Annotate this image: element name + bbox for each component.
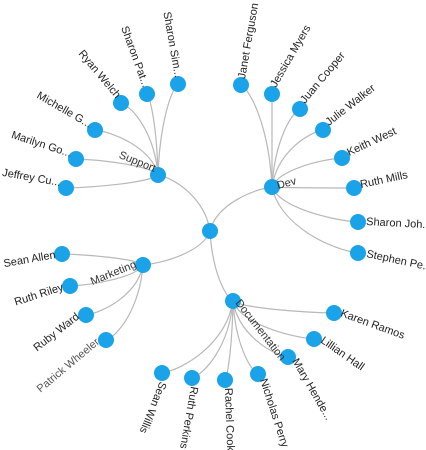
leaf-label: Ruth Mills	[359, 169, 409, 191]
leaf-node[interactable]	[280, 349, 296, 365]
group-label-dev: Dev	[276, 175, 298, 192]
leaf-label: Stephen Pe...	[365, 248, 426, 274]
leaf-label: Sharon Sim...	[160, 11, 183, 79]
leaf-node[interactable]	[113, 95, 129, 111]
leaf-label: Sean Allen	[3, 249, 57, 270]
leaf-node[interactable]	[250, 366, 266, 382]
leaf-label: Sharon Pat...	[118, 25, 151, 89]
leaf-label: Michelle G...	[35, 90, 94, 131]
link-root-1	[209, 186, 273, 232]
link-3-6	[161, 300, 234, 374]
leaf-node[interactable]	[346, 180, 362, 196]
leaf-node[interactable]	[326, 305, 342, 321]
leaf-label: Rachel Cook	[222, 388, 236, 450]
leaf-node[interactable]	[292, 101, 308, 117]
leaf-node[interactable]	[62, 278, 78, 294]
leaf-node[interactable]	[78, 307, 94, 323]
leaf-node[interactable]	[233, 77, 249, 93]
leaf-node[interactable]	[264, 86, 280, 102]
leaf-label: Lillian Hall	[318, 335, 366, 374]
leaf-label: Sharon Joh...	[366, 216, 426, 231]
group-node-support[interactable]	[150, 167, 166, 183]
leaf-label: Marilyn Go...	[10, 129, 73, 160]
leaf-node[interactable]	[217, 372, 233, 388]
leaf-node[interactable]	[184, 370, 200, 386]
leaf-node[interactable]	[350, 214, 366, 230]
leaf-label: Karen Ramos	[339, 308, 407, 342]
leaf-node[interactable]	[334, 150, 350, 166]
link-root-0	[157, 174, 211, 232]
group-label-support: Support	[117, 149, 157, 175]
root-node[interactable]	[202, 223, 218, 239]
leaf-label: Keith West	[345, 125, 398, 158]
leaf-label: Jeffrey Cu...	[1, 167, 61, 189]
leaf-node[interactable]	[139, 86, 155, 102]
leaf-node[interactable]	[68, 151, 84, 167]
group-node-dev[interactable]	[264, 179, 280, 195]
leaf-label: Mary Hende...	[289, 357, 334, 423]
leaf-label: Ruth Perkins	[177, 385, 200, 450]
link-0-5	[157, 83, 179, 176]
leaf-label: Ruby Ward	[31, 311, 81, 354]
leaf-label: Julie Walker	[323, 82, 378, 128]
leaf-label: Juan Cooper	[298, 50, 348, 106]
leaf-node[interactable]	[154, 365, 170, 381]
leaf-node[interactable]	[98, 332, 114, 348]
group-node-marketing[interactable]	[135, 257, 151, 273]
leaf-node[interactable]	[58, 180, 74, 196]
tree-nodes	[54, 76, 366, 388]
leaf-label: Sean Willis	[137, 380, 169, 435]
leaf-node[interactable]	[87, 122, 103, 138]
link-root-3	[209, 230, 234, 302]
leaf-node[interactable]	[54, 246, 70, 262]
leaf-node[interactable]	[350, 245, 366, 261]
link-3-5	[191, 300, 234, 379]
group-node-documentation[interactable]	[225, 293, 241, 309]
link-1-2	[271, 108, 301, 188]
leaf-node[interactable]	[315, 122, 331, 138]
link-1-6	[271, 186, 359, 223]
leaf-node[interactable]	[170, 76, 186, 92]
leaf-node[interactable]	[306, 331, 322, 347]
link-0-0	[65, 174, 159, 189]
leaf-label: Ruth Riley	[13, 281, 65, 308]
leaf-label: Janet Ferguson	[236, 2, 261, 79]
leaf-label: Jessica Myers	[268, 23, 313, 90]
leaf-label: Ryan Welch	[76, 48, 123, 101]
link-root-2	[142, 230, 211, 266]
link-1-7	[271, 186, 359, 254]
leaf-label: Nicholas Perry	[257, 377, 291, 449]
